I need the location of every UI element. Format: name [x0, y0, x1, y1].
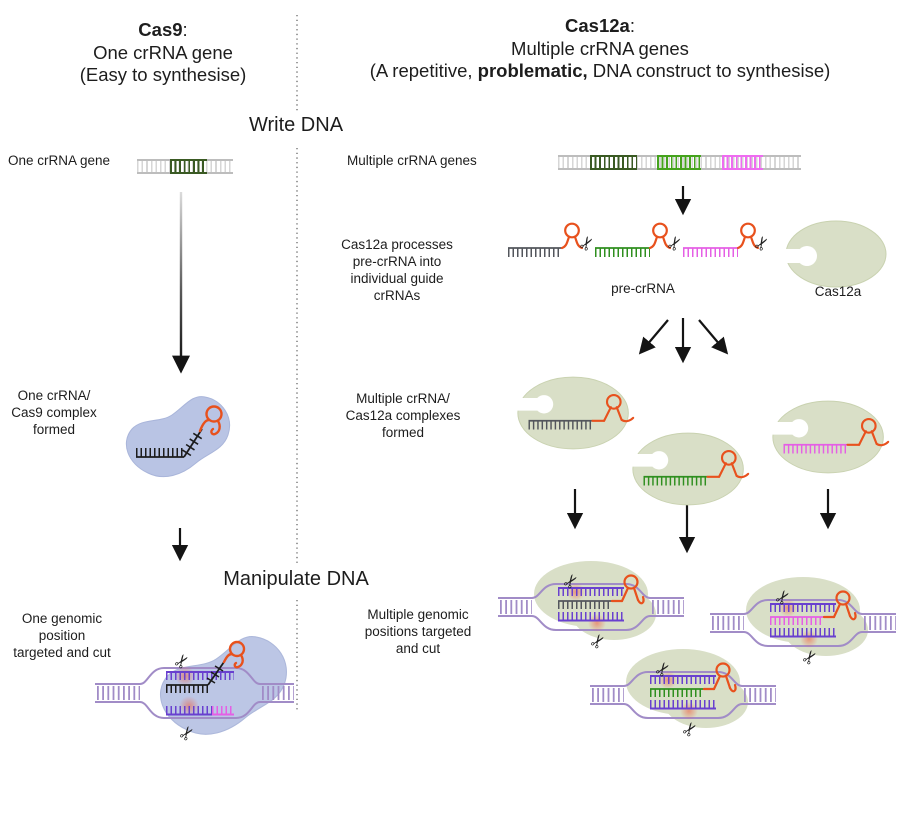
bottom-strand-hatch: [770, 628, 836, 638]
rna-hairpin-icon: [610, 574, 645, 605]
cas12a-enzyme-label: Cas12a: [814, 284, 862, 299]
cas12a-genome-cut-magenta: ✂ ✂: [710, 577, 896, 670]
cas9-blob: [126, 396, 230, 478]
rna-hairpin-icon: [702, 662, 737, 693]
cas12a-header-line2: Multiple crRNA genes: [511, 37, 689, 59]
multiple-crrna-genes-label: Multiple crRNA genes: [347, 153, 477, 168]
cas12a-blob: [772, 400, 884, 474]
gene-segment-dark-green: [170, 159, 207, 174]
cas12a-blob: [517, 376, 629, 450]
pre-crrna-guide-magenta: [683, 247, 738, 257]
pre-crrna-spacer-dark: [508, 247, 562, 257]
target-strand-hatch: [650, 675, 716, 684]
cas9-genomic-label: One genomic position targeted and cut: [13, 611, 111, 660]
pre-crrna-figure: ✂ ✂ ✂: [508, 222, 772, 257]
cut-site-glow: [680, 702, 698, 720]
crrna-green: [650, 688, 704, 697]
cas12a-processing-label: Cas12a processes pre-crRNA into individu…: [341, 237, 453, 303]
genomic-dna: [590, 671, 776, 719]
genomic-dna: [95, 667, 294, 719]
cas12a-complex-dark: [513, 376, 635, 450]
genomic-dna: [498, 583, 684, 631]
target-strand-hatch: [770, 603, 836, 612]
cas9-header-line2: One crRNA gene: [93, 41, 233, 63]
scissors-icon: ✂: [575, 232, 601, 256]
cas12a-genome-cut-dark: ✂ ✂: [498, 561, 684, 654]
cas9-header-line3: (Easy to synthesise): [79, 64, 247, 85]
arrow-split-right: [698, 319, 729, 355]
cas12a-header-line3: (A repetitive, problematic, DNA construc…: [370, 60, 831, 83]
crrna-black: [166, 661, 225, 693]
cas12a-complex-magenta: [768, 400, 890, 474]
cas12a-complex-green: [628, 432, 750, 506]
flow-arrows: [171, 186, 837, 562]
multi-gene-dna-ladder: [558, 155, 801, 170]
gene-segment-dark-green: [590, 155, 637, 170]
cas12a-mouth-channel: [768, 421, 799, 435]
rna-hairpin-icon: [560, 222, 584, 250]
rna-hairpin-icon: [591, 394, 635, 423]
cas9-genome-cut-figure: ✂ ✂: [95, 636, 294, 746]
cas12a-mouth-channel: [513, 397, 544, 411]
crrna-in-cas9: [136, 428, 203, 458]
bottom-strand-hatch: [650, 700, 716, 710]
gene-segment-green: [657, 155, 701, 170]
rna-hairpin-icon: [706, 450, 750, 479]
cas12a-header: Cas12a: Multiple crRNA genes (A repetiti…: [370, 15, 831, 83]
cas12a-header-line3-post: DNA construct to synthesise): [587, 60, 831, 81]
cas9-crrna-complex-figure: [126, 396, 230, 478]
cas9-header-title-bold: Cas9: [138, 19, 183, 40]
rna-hairpin-icon: [648, 222, 672, 250]
bottom-strand-hatch: [166, 706, 234, 716]
cut-site-glow: [588, 614, 606, 632]
genomic-dna: [710, 599, 896, 647]
target-strand-hatch: [166, 671, 234, 680]
cas12a-mouth-channel: [782, 249, 806, 263]
cas12a-mouth-channel: [628, 453, 659, 467]
cas12a-genome-cut-green: ✂ ✂: [590, 649, 776, 742]
cas9-complex-label: One crRNA/ Cas9 complex formed: [11, 388, 97, 437]
pre-crrna-label: pre-crRNA: [611, 281, 675, 296]
cas12a-enzyme-figure: [782, 220, 887, 288]
crrna-magenta: [770, 616, 824, 625]
cut-site-glow: [800, 630, 818, 648]
cas9-header-colon: :: [182, 19, 188, 40]
crrna-dark: [558, 600, 612, 609]
cas12a-header-line3-bold: problematic,: [477, 60, 588, 81]
cas12a-header-title-bold: Cas12a: [565, 15, 630, 36]
rna-hairpin-icon: [736, 222, 760, 250]
cas9-header: Cas9: One crRNA gene (Easy to synthesise…: [80, 19, 247, 87]
bottom-strand-hatch: [558, 612, 624, 622]
scissors-icon: ✂: [663, 232, 689, 256]
rna-hairpin-icon: [846, 418, 890, 447]
rna-hairpin-icon: [822, 590, 857, 621]
write-dna-heading: Write DNA: [248, 114, 344, 136]
single-gene-dna-ladder: [137, 159, 233, 174]
cas12a-genomic-label: Multiple genomic positions targeted and …: [364, 607, 472, 656]
arrow-split-left: [638, 319, 669, 355]
gene-segment-magenta: [722, 155, 763, 170]
pre-crrna-guide-green: [595, 247, 650, 257]
cas9-header-title: Cas9:: [80, 19, 247, 42]
cas12a-header-line3-pre: (A repetitive,: [369, 60, 478, 81]
target-strand-hatch: [558, 587, 624, 596]
cas12a-header-title: Cas12a:: [370, 15, 831, 38]
cas12a-blob: [632, 432, 744, 506]
manipulate-dna-heading: Manipulate DNA: [223, 568, 369, 590]
cas12a-header-colon: :: [629, 15, 635, 36]
rna-hairpin-icon: [222, 640, 246, 669]
rna-hairpin-icon: [198, 405, 223, 436]
one-crrna-gene-label: One crRNA gene: [8, 153, 111, 168]
cas12a-complexes-label: Multiple crRNA/ Cas12a complexes formed: [345, 391, 461, 440]
